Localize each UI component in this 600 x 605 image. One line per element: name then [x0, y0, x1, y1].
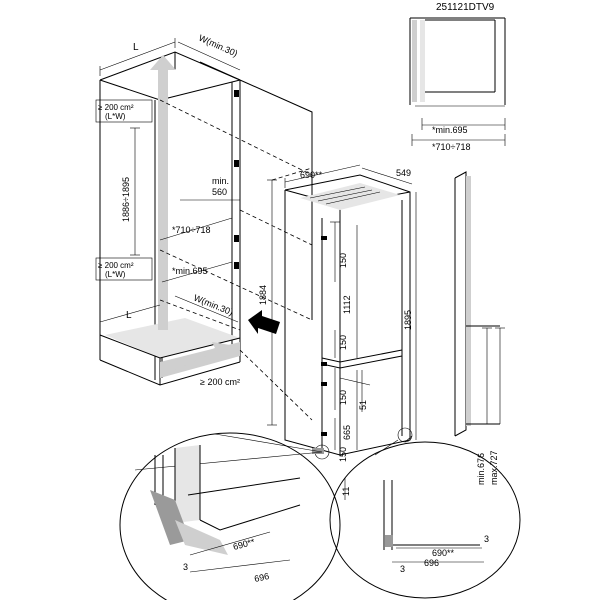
- niche-depth-range: *710÷718: [172, 225, 210, 235]
- total-height: 1895: [403, 310, 413, 330]
- dim-11: 11: [341, 487, 351, 496]
- vent-top-value: ≥ 200 cm²: [98, 103, 134, 112]
- dim-665: 665: [342, 425, 352, 440]
- min-value: 560: [212, 187, 227, 197]
- niche-depth-label: W(min.30): [197, 33, 239, 59]
- dim-appliance-width: 690**: [284, 164, 361, 188]
- door-profile: min.676 max.727: [454, 171, 505, 485]
- dim-niche-depth: W(min.30): [177, 33, 241, 71]
- appliance-width: 690**: [300, 170, 323, 180]
- dim-niche-width: L: [99, 38, 176, 76]
- niche-width-label: L: [133, 42, 139, 53]
- vent-top-formula: (L*W): [105, 112, 126, 121]
- vent-bottom-label: ≥ 200 cm²: [200, 377, 240, 387]
- dim-150-b: 150: [338, 335, 348, 350]
- top-view: 251121DTV9 *min.695 *710÷718: [409, 2, 506, 152]
- dim-total-height: 1895: [403, 192, 417, 440]
- dim-1112: 1112: [342, 295, 352, 314]
- door-min: min.676: [476, 453, 486, 485]
- detail-right: 690** 3 696 3: [329, 435, 521, 599]
- bottom-width-label: L: [126, 310, 132, 321]
- min-label: min.: [212, 176, 229, 186]
- dim-niche-height: 1886÷1895: [121, 127, 140, 256]
- dim-150-d: 150: [338, 447, 348, 462]
- vent-mid-formula: (L*W): [105, 270, 126, 279]
- detail-right-depth: 696: [424, 558, 439, 568]
- dim-appliance-depth: 549: [361, 167, 413, 185]
- niche-cabinet: [99, 51, 313, 386]
- appliance-depth: 549: [396, 168, 411, 178]
- detail-left-depth: 696: [253, 571, 270, 584]
- dim-niche-depth-min: *min.695: [161, 261, 233, 283]
- appliance-height: 1884: [258, 285, 268, 305]
- detail-right-width: 690**: [432, 548, 455, 558]
- vent-mid-value: ≥ 200 cm²: [98, 261, 134, 270]
- niche-height-range: 1886÷1895: [121, 177, 131, 222]
- top-depth-range: *710÷718: [432, 142, 470, 152]
- dim-150-a: 150: [338, 253, 348, 268]
- bottom-depth-label: W(min.30): [192, 293, 234, 318]
- dim-51: 51: [358, 400, 368, 410]
- dim-bottom-width: L: [99, 304, 161, 323]
- detail-left-gap: 3: [183, 562, 188, 572]
- detail-right-gap-left: 3: [400, 564, 405, 574]
- niche-depth-min: *min.695: [172, 266, 208, 276]
- vent-mid-callout: ≥ 200 cm² (L*W): [95, 257, 153, 281]
- appliance-body: [284, 174, 413, 460]
- detail-right-gap-top: 3: [484, 534, 489, 544]
- insert-arrow: [248, 310, 280, 334]
- top-depth-min: *min.695: [432, 125, 468, 135]
- dim-min-560: min. 560: [180, 176, 240, 201]
- model-code: 251121DTV9: [436, 2, 495, 13]
- detail-left-width: 690**: [232, 536, 256, 551]
- dim-appliance-height: 1884: [239, 167, 313, 426]
- vent-top-callout: ≥ 200 cm² (L*W): [95, 99, 153, 123]
- door-max: max.727: [489, 450, 499, 485]
- detail-left: 690** 696 3: [119, 432, 341, 605]
- dim-inner-verticals: 150 1112 150 150 51 665 150 11: [330, 221, 371, 500]
- dim-niche-depth-range: *710÷718: [159, 217, 233, 241]
- dim-150-c: 150: [338, 390, 348, 405]
